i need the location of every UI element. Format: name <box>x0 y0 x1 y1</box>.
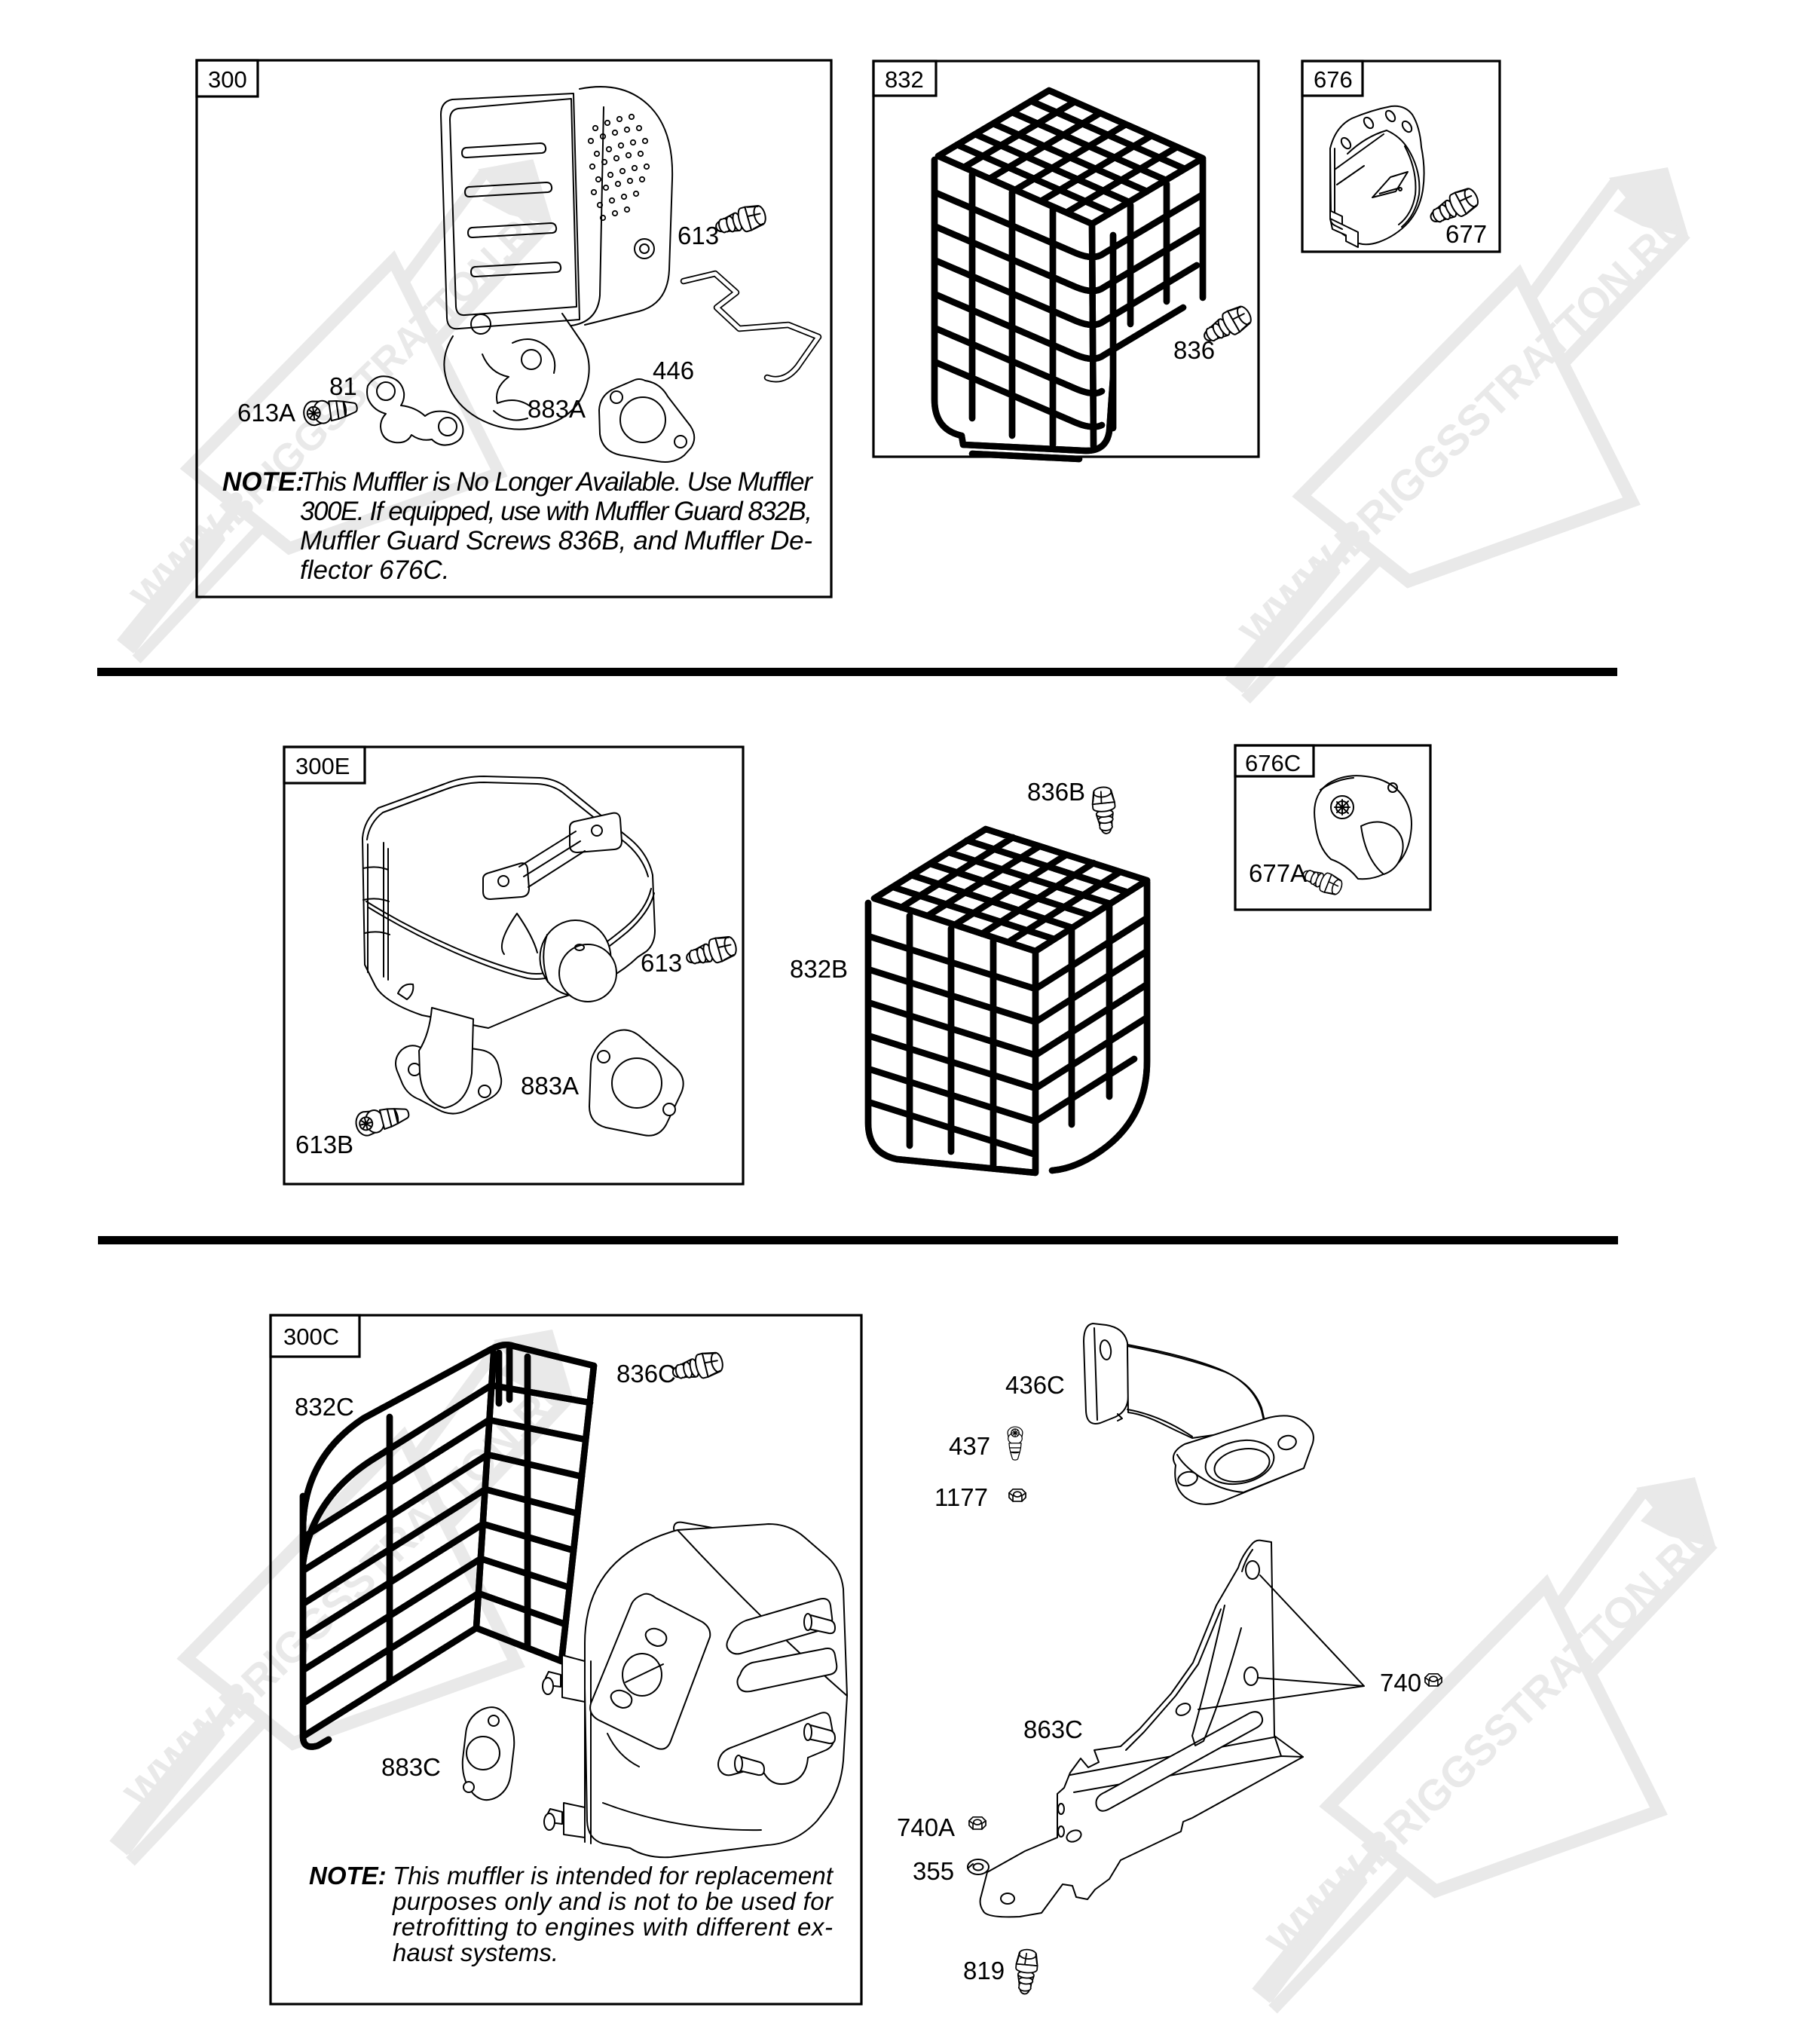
svg-text:677A: 677A <box>1249 859 1307 887</box>
svg-text:Muffler Guard Screws 836B, and: Muffler Guard Screws 836B, and Muffler D… <box>300 526 812 555</box>
svg-text:883C: 883C <box>381 1753 441 1781</box>
svg-text:flector 676C.: flector 676C. <box>300 555 449 585</box>
svg-text:836B: 836B <box>1027 778 1085 806</box>
svg-text:NOTE:: NOTE: <box>309 1862 387 1890</box>
svg-text:300C: 300C <box>283 1324 339 1350</box>
svg-text:836: 836 <box>1173 336 1215 364</box>
svg-text:883A: 883A <box>528 395 586 423</box>
svg-text:740A: 740A <box>897 1813 955 1841</box>
svg-text:863C: 863C <box>1023 1715 1083 1743</box>
svg-text:613: 613 <box>641 949 682 977</box>
svg-text:832: 832 <box>885 66 924 93</box>
svg-text:300: 300 <box>208 66 247 93</box>
svg-text:436C: 436C <box>1005 1371 1065 1399</box>
svg-text:purposes only and is not to be: purposes only and is not to be used for <box>392 1887 834 1915</box>
svg-text:613: 613 <box>678 222 719 249</box>
svg-text:832C: 832C <box>295 1393 354 1421</box>
svg-text:437: 437 <box>949 1432 990 1460</box>
svg-text:676C: 676C <box>1245 750 1301 776</box>
svg-text:300E: 300E <box>295 753 350 779</box>
svg-text:446: 446 <box>653 357 694 384</box>
svg-text:676: 676 <box>1314 66 1353 93</box>
svg-text:819: 819 <box>963 1957 1005 1985</box>
svg-text:883A: 883A <box>521 1072 579 1100</box>
svg-text:836C: 836C <box>616 1360 676 1388</box>
svg-text:677: 677 <box>1445 220 1487 248</box>
svg-text:This muffler is intended for r: This muffler is intended for replacement <box>393 1862 834 1890</box>
svg-text:740: 740 <box>1380 1669 1421 1697</box>
svg-text:retrofitting to engines with d: retrofitting to engines with different e… <box>393 1913 833 1941</box>
svg-text:832B: 832B <box>790 955 848 983</box>
svg-text:613B: 613B <box>295 1131 353 1158</box>
svg-text:haust systems.: haust systems. <box>393 1939 558 1966</box>
svg-text:1177: 1177 <box>934 1483 988 1511</box>
svg-text:355: 355 <box>913 1857 954 1885</box>
